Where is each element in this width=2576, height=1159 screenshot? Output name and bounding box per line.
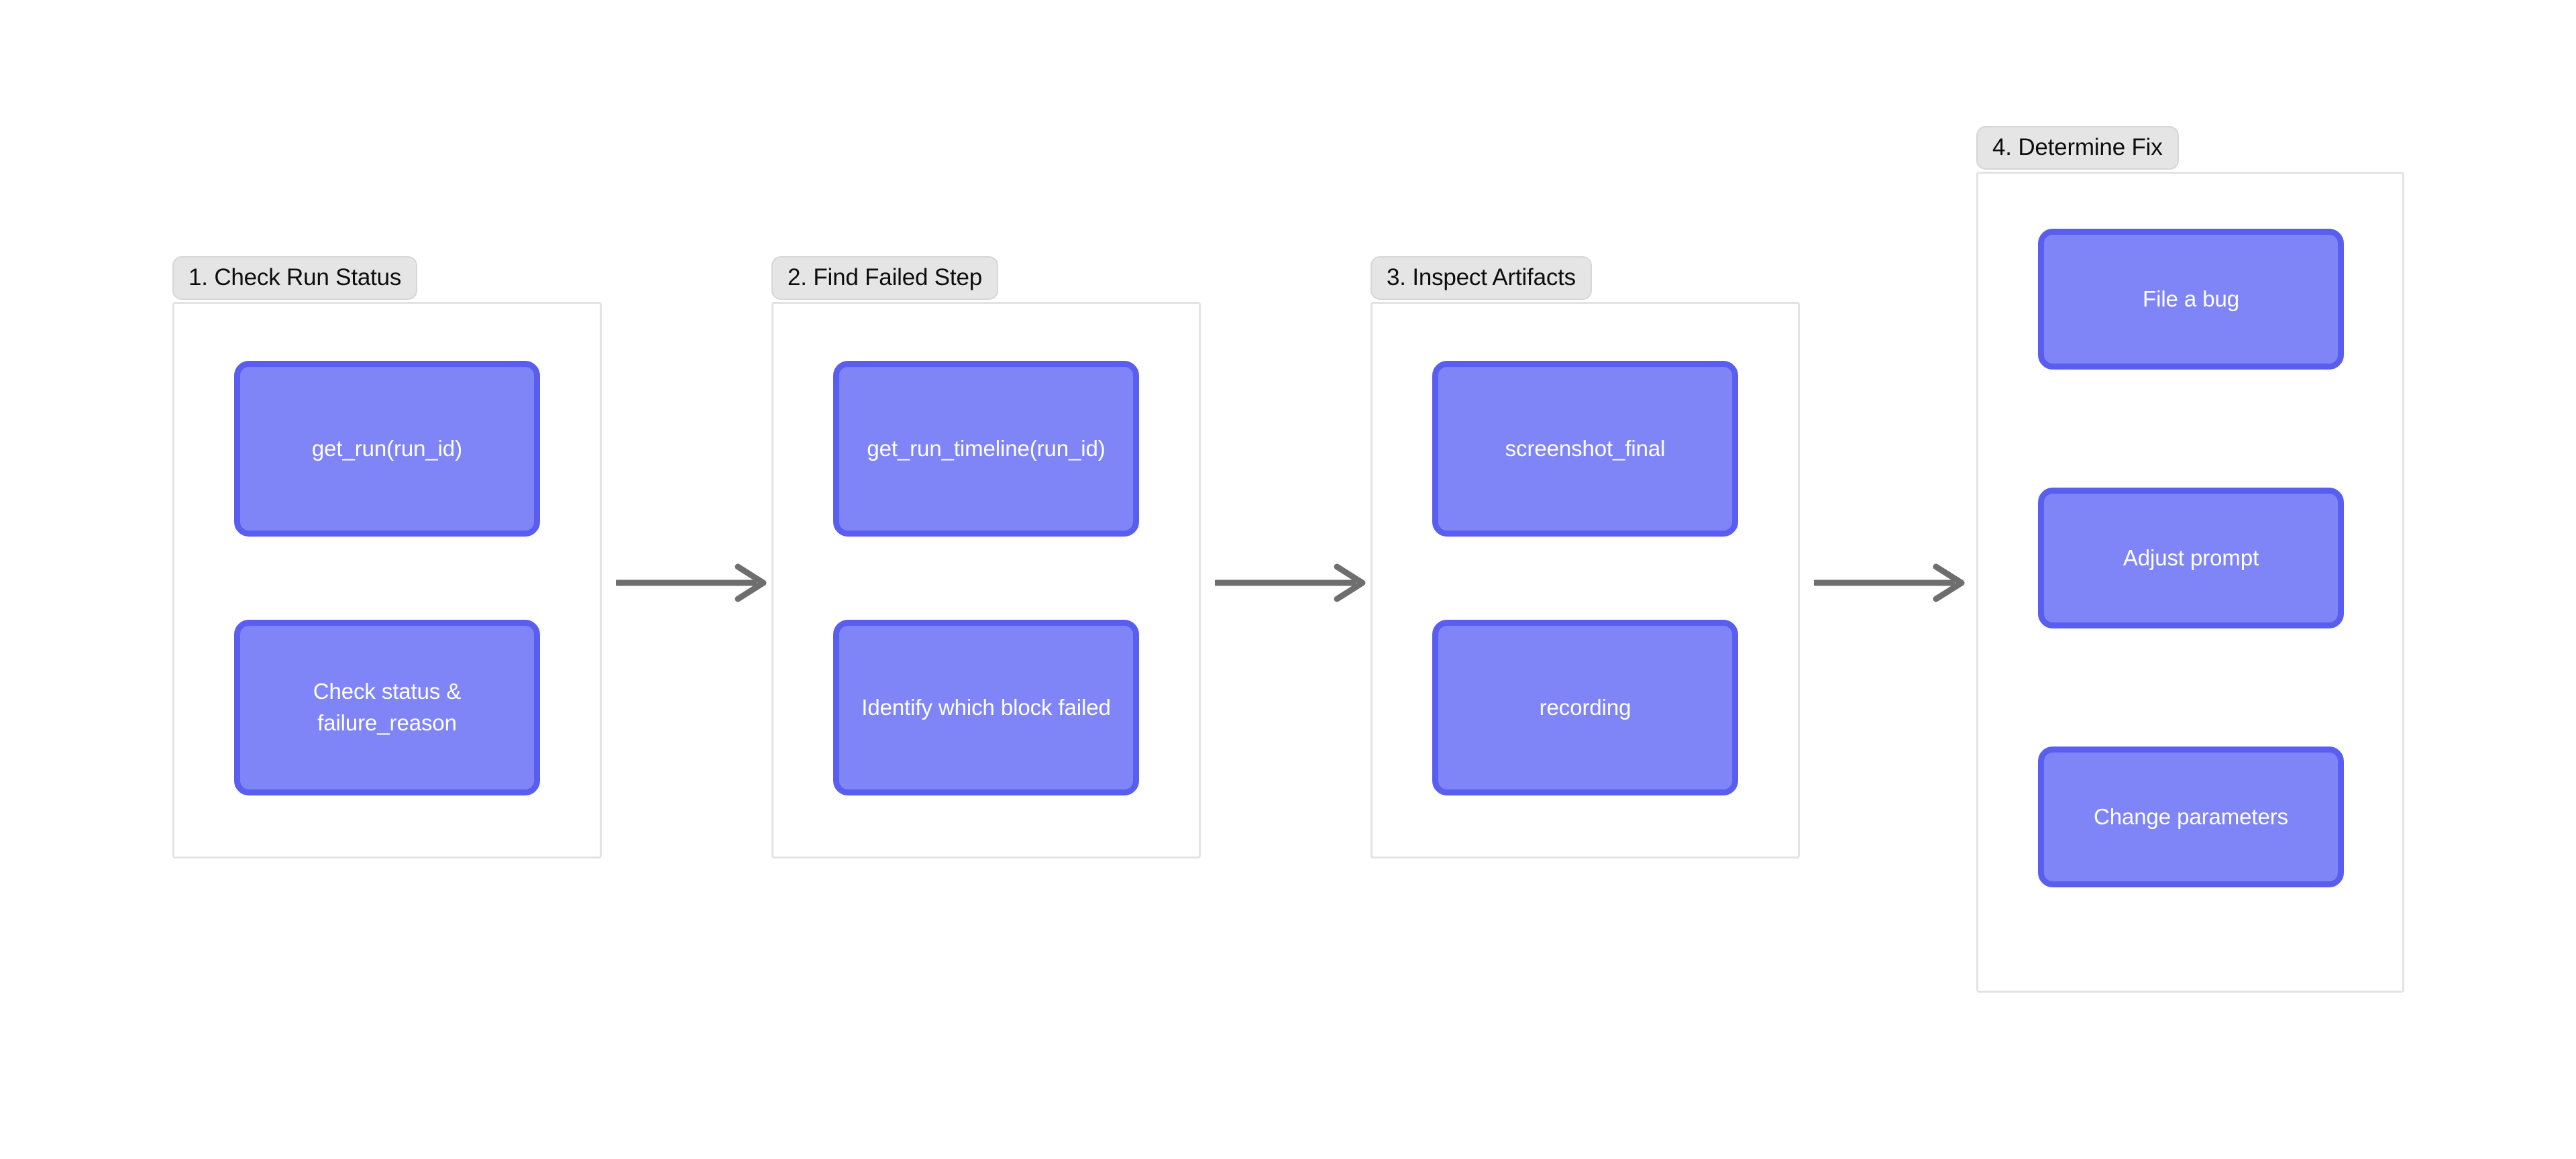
group-label-determine-fix: 4. Determine Fix: [1976, 126, 2179, 170]
arrow-right-icon-group3-group4: [1814, 562, 1968, 604]
node-label-identify-block: Identify which block failed: [861, 694, 1111, 720]
node-change-parameters[interactable]: Change parameters: [2038, 747, 2344, 887]
group-label-inspect-artifacts: 3. Inspect Artifacts: [1371, 256, 1592, 300]
node-label-screenshot-final: screenshot_final: [1505, 435, 1666, 461]
node-label-adjust-prompt: Adjust prompt: [2123, 545, 2259, 570]
node-label-recording: recording: [1539, 694, 1631, 720]
node-label-get-run-timeline: get_run_timeline(run_id): [867, 435, 1106, 461]
node-get-run[interactable]: get_run(run_id): [234, 361, 540, 537]
node-identify-block[interactable]: Identify which block failed: [833, 620, 1139, 795]
node-get-run-timeline[interactable]: get_run_timeline(run_id): [833, 361, 1139, 537]
node-label-file-a-bug: File a bug: [2143, 286, 2239, 311]
group-label-check-run-status: 1. Check Run Status: [172, 256, 418, 300]
node-recording[interactable]: recording: [1432, 620, 1738, 795]
arrow-right-icon-group1-group2: [616, 562, 770, 604]
node-label-change-parameters: Change parameters: [2094, 804, 2288, 829]
arrow-right-icon-group2-group3: [1215, 562, 1369, 604]
node-file-a-bug[interactable]: File a bug: [2038, 229, 2344, 370]
node-label-get-run: get_run(run_id): [311, 435, 463, 461]
node-check-status[interactable]: Check status & failure_reason: [234, 620, 540, 795]
node-screenshot-final[interactable]: screenshot_final: [1432, 361, 1738, 537]
node-label-check-status: Check status & failure_reason: [313, 679, 462, 735]
node-adjust-prompt[interactable]: Adjust prompt: [2038, 488, 2344, 628]
group-label-find-failed-step: 2. Find Failed Step: [771, 256, 998, 300]
